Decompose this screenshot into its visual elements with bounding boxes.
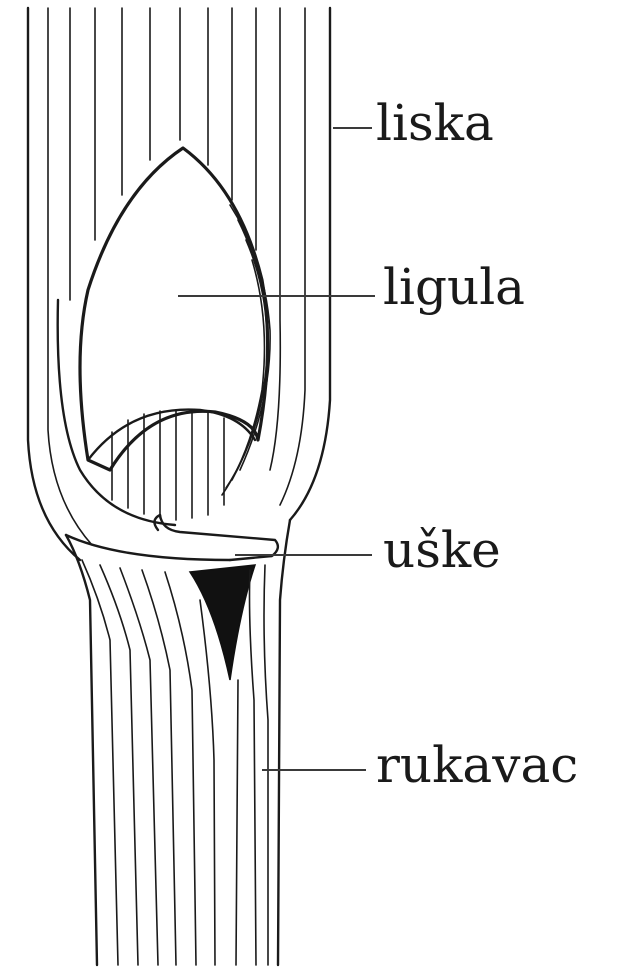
ligula: [80, 148, 270, 495]
label-rukavac: rukavac: [376, 740, 578, 790]
leaf-blade: [28, 8, 330, 560]
label-uske: uške: [383, 525, 501, 575]
leaf-sheath: [66, 520, 290, 965]
label-liska: liska: [376, 98, 494, 148]
collar-dark-wedge: [190, 565, 255, 680]
label-ligula: ligula: [383, 262, 525, 312]
